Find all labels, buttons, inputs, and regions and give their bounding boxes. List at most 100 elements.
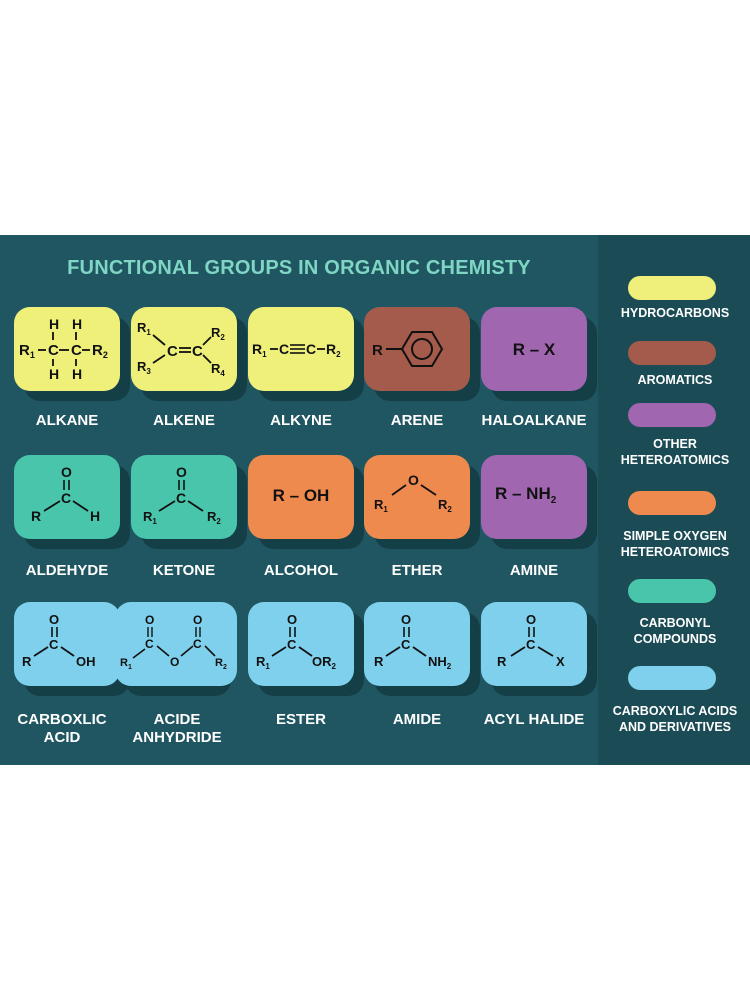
svg-text:H: H — [49, 316, 59, 332]
card-amide: O C R NH2 — [364, 602, 480, 696]
svg-text:C: C — [193, 637, 202, 651]
card-acyl-halide: O C R X — [481, 602, 597, 696]
amine-formula: R – NH2 — [495, 484, 557, 506]
svg-text:O: O — [61, 464, 72, 480]
label-acyl-halide: ACYL HALIDE — [483, 711, 585, 728]
svg-text:C: C — [306, 341, 316, 357]
card-arene: R — [364, 307, 480, 401]
legend-label-aromatics: AROMATICS — [637, 373, 713, 387]
legend-label-hydrocarbons: HYDROCARBONS — [620, 306, 730, 320]
svg-text:C: C — [167, 343, 178, 360]
label-arene: ARENE — [390, 412, 444, 429]
svg-text:C: C — [192, 343, 203, 360]
legend-swatch-carboxylic — [628, 666, 716, 690]
alcohol-structure: R – OH — [273, 486, 330, 505]
card-ketone: O C R1 R2 — [131, 455, 247, 549]
legend-swatch-simple-oxygen — [628, 491, 716, 515]
svg-text:C: C — [61, 490, 71, 506]
svg-text:C: C — [279, 341, 289, 357]
label-amine: AMINE — [509, 562, 559, 579]
svg-text:C: C — [48, 342, 59, 359]
svg-text:O: O — [401, 612, 411, 627]
svg-text:R: R — [22, 654, 32, 669]
svg-text:C: C — [176, 490, 186, 506]
alkene-structure: R1 R3 R2 R4 C C — [137, 320, 225, 378]
svg-text:R: R — [31, 508, 41, 524]
card-alkene: R1 R3 R2 R4 C C — [131, 307, 247, 401]
aldehyde-structure: O C R H — [31, 464, 100, 524]
svg-text:R2: R2 — [207, 509, 221, 526]
svg-text:C: C — [401, 637, 411, 652]
svg-text:R1: R1 — [252, 341, 267, 359]
legend-swatch-other-hetero — [628, 403, 716, 427]
card-aldehyde: O C R H — [14, 455, 130, 549]
card-ether: O R1 R2 — [364, 455, 480, 549]
haloalkane-structure: R – X — [513, 340, 556, 359]
svg-text:O: O — [176, 464, 187, 480]
card-alcohol: R – OH — [248, 455, 364, 549]
svg-text:H: H — [49, 366, 59, 382]
svg-text:R2: R2 — [326, 341, 341, 359]
svg-text:C: C — [526, 637, 536, 652]
svg-text:O: O — [170, 655, 179, 669]
svg-text:R1: R1 — [137, 320, 151, 337]
label-ether: ETHER — [391, 562, 443, 579]
label-acid-anhydride: ACIDE ANHYDRIDE — [132, 711, 222, 746]
amide-structure: O C R NH2 — [374, 612, 452, 671]
card-amine: R – NH2 — [481, 455, 597, 549]
label-ketone: KETONE — [152, 562, 216, 579]
ester-structure: O C R1 OR2 — [256, 612, 337, 671]
svg-text:R: R — [372, 342, 383, 359]
svg-text:C: C — [145, 637, 154, 651]
svg-text:OR2: OR2 — [312, 654, 337, 671]
svg-text:O: O — [145, 613, 154, 627]
cards-area: R1 C C R2 H H H H R1 R3 R2 — [0, 235, 598, 765]
svg-text:R2: R2 — [211, 325, 225, 342]
legend-label-carbonyl: CARBONYL COMPOUNDS — [633, 616, 717, 646]
carboxylic-acid-structure: O C R OH — [22, 612, 96, 669]
label-aldehyde: ALDEHYDE — [25, 562, 109, 579]
svg-text:R1: R1 — [256, 654, 270, 671]
svg-text:R2: R2 — [438, 497, 452, 514]
label-haloalkane: HALOALKANE — [481, 412, 587, 429]
legend-label-other-hetero: OTHER HETEROATOMICS — [620, 437, 730, 467]
svg-text:O: O — [526, 612, 536, 627]
label-alkene: ALKENE — [153, 412, 215, 429]
legend-label-carboxylic: CARBOXYLIC ACIDS AND DERIVATIVES — [612, 704, 738, 734]
haloalkane-formula: R – X — [513, 340, 556, 359]
poster: FUNCTIONAL GROUPS IN ORGANIC CHEMISTY R1… — [0, 235, 750, 765]
svg-text:O: O — [287, 612, 297, 627]
label-alkyne: ALKYNE — [270, 412, 332, 429]
svg-text:R4: R4 — [211, 361, 225, 378]
svg-text:R: R — [374, 654, 384, 669]
legend-swatch-hydrocarbons — [628, 276, 716, 300]
svg-text:O: O — [408, 472, 419, 488]
legend-swatch-carbonyl — [628, 579, 716, 603]
legend-swatch-aromatics — [628, 341, 716, 365]
svg-text:H: H — [72, 366, 82, 382]
card-haloalkane: R – X — [481, 307, 597, 401]
label-amide: AMIDE — [392, 711, 442, 728]
svg-text:OH: OH — [76, 654, 96, 669]
card-alkyne: R1 C C R2 — [248, 307, 364, 401]
svg-text:NH2: NH2 — [428, 654, 452, 671]
label-ester: ESTER — [275, 711, 326, 728]
svg-text:R1: R1 — [19, 342, 35, 360]
svg-text:O: O — [49, 612, 59, 627]
svg-text:R: R — [497, 654, 507, 669]
svg-text:C: C — [71, 342, 82, 359]
card-carboxylic-acid: O C R OH — [14, 602, 130, 696]
svg-text:X: X — [556, 654, 565, 669]
acid-anhydride-structure: R1 O C O O C R2 — [120, 613, 227, 671]
svg-text:C: C — [49, 637, 59, 652]
alcohol-formula: R – OH — [273, 486, 330, 505]
label-alcohol: ALCOHOL — [263, 562, 339, 579]
svg-text:O: O — [193, 613, 202, 627]
svg-text:R1: R1 — [143, 509, 157, 526]
svg-text:R1: R1 — [374, 497, 388, 514]
ketone-structure: O C R1 R2 — [143, 464, 221, 526]
svg-text:H: H — [90, 508, 100, 524]
svg-text:R2: R2 — [92, 342, 108, 360]
card-alkane: R1 C C R2 H H H H — [14, 307, 130, 401]
page-title: FUNCTIONAL GROUPS IN ORGANIC CHEMISTY — [67, 257, 531, 279]
